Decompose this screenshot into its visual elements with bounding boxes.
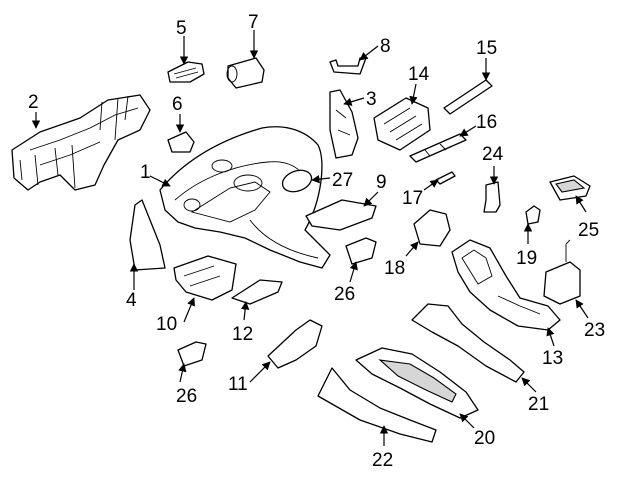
callout-labels: 1 2 3 4 5 6 7 8 9 10 11 12 13 14 15 16 1… bbox=[28, 12, 605, 471]
shift-knob-part bbox=[483, 181, 501, 213]
callout-4: 4 bbox=[126, 290, 137, 311]
callout-9: 9 bbox=[376, 172, 387, 193]
lower-panel-part bbox=[305, 199, 377, 231]
callout-24: 24 bbox=[482, 144, 504, 165]
shifter-part bbox=[543, 239, 581, 305]
callout-8: 8 bbox=[380, 36, 391, 57]
callout-6: 6 bbox=[172, 94, 183, 115]
callout-5: 5 bbox=[176, 18, 187, 39]
speaker-grille-part bbox=[281, 169, 313, 193]
callout-17: 17 bbox=[402, 188, 423, 209]
vent-part bbox=[167, 61, 205, 83]
callout-15: 15 bbox=[476, 38, 497, 59]
bracket-part bbox=[167, 131, 195, 153]
callout-25: 25 bbox=[578, 220, 599, 241]
storage-bin-part bbox=[413, 209, 451, 247]
callout-13: 13 bbox=[542, 348, 563, 369]
callout-23: 23 bbox=[584, 320, 605, 341]
console-panel-part bbox=[355, 347, 479, 419]
callout-16: 16 bbox=[476, 112, 497, 133]
mount-bracket-part bbox=[329, 57, 367, 75]
end-trim-part bbox=[129, 199, 166, 271]
callout-2: 2 bbox=[28, 92, 39, 113]
callout-3: 3 bbox=[366, 89, 377, 110]
callout-22: 22 bbox=[372, 450, 393, 471]
switch-part bbox=[525, 205, 541, 225]
console-part bbox=[451, 239, 561, 331]
instrument-panel-part bbox=[159, 126, 331, 269]
leader-lines bbox=[31, 30, 589, 446]
side-panel-part bbox=[329, 89, 359, 159]
cross-car-beam-part bbox=[11, 94, 151, 191]
callout-21: 21 bbox=[528, 394, 549, 415]
callout-18: 18 bbox=[384, 258, 405, 279]
slim-bracket-part bbox=[409, 133, 467, 163]
callout-10: 10 bbox=[156, 314, 177, 335]
callout-27: 27 bbox=[332, 170, 353, 191]
clip-part bbox=[435, 171, 456, 185]
knee-bolster-part bbox=[173, 255, 237, 301]
callout-14: 14 bbox=[408, 64, 430, 85]
lower-bracket-part bbox=[231, 279, 283, 305]
console-side-trim-part bbox=[411, 303, 525, 383]
callout-1: 1 bbox=[140, 162, 151, 183]
callout-19: 19 bbox=[516, 248, 537, 269]
support-bracket-part bbox=[267, 319, 323, 369]
callout-11: 11 bbox=[228, 374, 248, 395]
callout-26-upper: 26 bbox=[334, 284, 355, 305]
bin-part bbox=[549, 175, 591, 201]
canister-part bbox=[226, 57, 265, 89]
callout-12: 12 bbox=[232, 324, 253, 345]
callout-20: 20 bbox=[474, 428, 495, 449]
clip-bracket-lower-part bbox=[177, 341, 207, 367]
callout-7: 7 bbox=[248, 12, 259, 33]
vent-housing-part bbox=[373, 97, 431, 151]
molding-strip-part bbox=[443, 79, 493, 115]
callout-26-lower: 26 bbox=[176, 386, 197, 407]
clip-bracket-upper-part bbox=[345, 237, 377, 265]
